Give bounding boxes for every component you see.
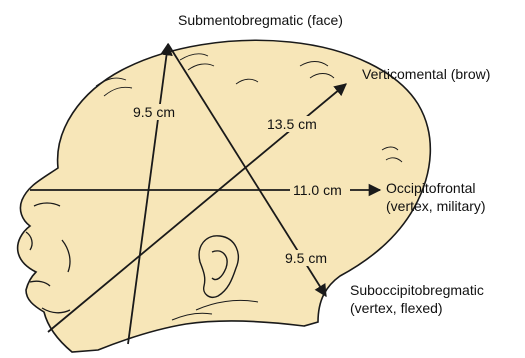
submentobregmatic-label: Submentobregmatic (face) xyxy=(178,12,343,29)
occipitofrontal-measurement: 11.0 cm xyxy=(292,182,343,198)
occipitofrontal-label: Occipitofrontal xyxy=(386,180,475,197)
submentobregmatic-measurement: 9.5 cm xyxy=(132,104,176,120)
occipitofrontal-sublabel: (vertex, military) xyxy=(386,198,486,215)
suboccipitobregmatic-sublabel: (vertex, flexed) xyxy=(350,300,443,317)
suboccipitobregmatic-measurement: 9.5 cm xyxy=(284,250,328,266)
suboccipitobregmatic-label: Suboccipitobregmatic xyxy=(350,282,484,299)
verticomental-measurement: 13.5 cm xyxy=(266,116,318,132)
verticomental-label: Verticomental (brow) xyxy=(362,66,490,83)
